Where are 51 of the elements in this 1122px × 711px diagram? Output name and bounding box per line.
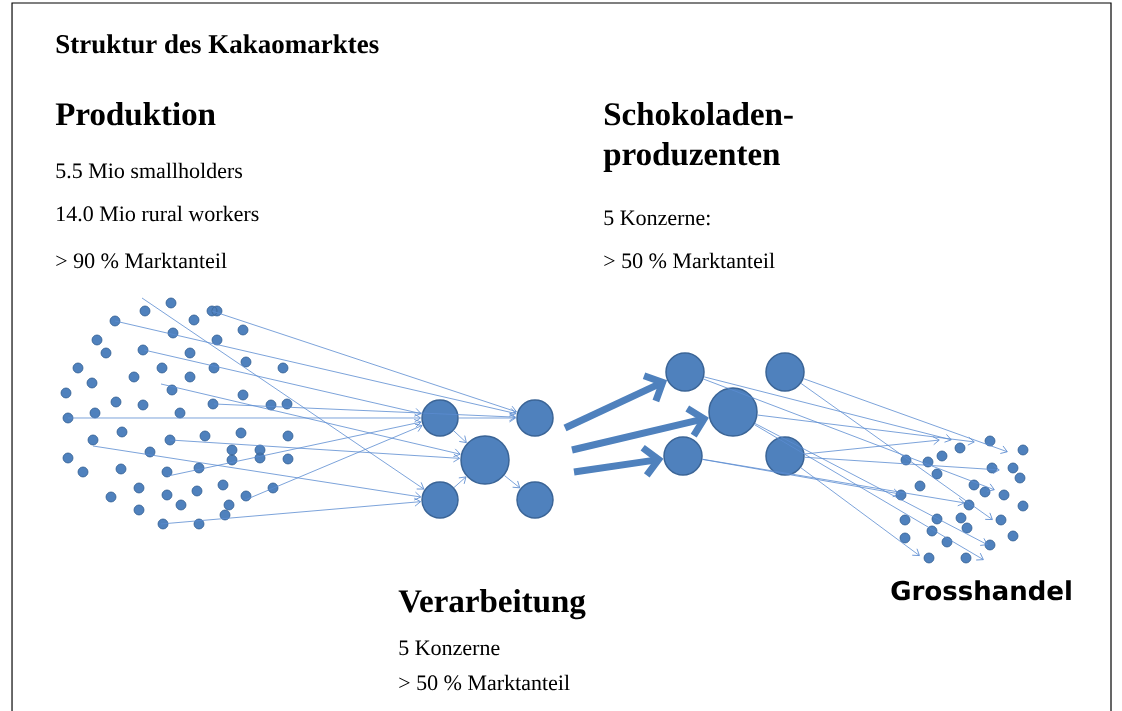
arrow (244, 423, 423, 501)
arrow (167, 419, 422, 477)
arrow (211, 310, 517, 415)
arrow (67, 413, 421, 423)
section-heading: Schokoladen-produzenten (603, 102, 793, 172)
thick-arrow (563, 372, 668, 432)
circle-node (708, 387, 758, 437)
circle-node (516, 481, 554, 519)
thick-arrow (573, 444, 664, 478)
label-text: 14.0 Mio rural workers (57, 205, 259, 222)
arrow (458, 413, 516, 423)
arrow (160, 497, 421, 525)
circle-node (663, 436, 703, 476)
circle-node (665, 352, 705, 392)
label-text: 5 Konzerne (399, 640, 500, 656)
arrow (92, 445, 422, 501)
arrow (703, 376, 952, 443)
label-text: > 50 % Marktanteil (604, 252, 775, 269)
arrow (141, 297, 425, 490)
arrow (703, 378, 995, 492)
arrow (213, 403, 516, 422)
circle-node (765, 436, 805, 476)
arrow (702, 459, 900, 498)
circle-node (765, 352, 805, 392)
arrow (503, 475, 521, 489)
arrow (804, 436, 940, 455)
section-heading: Grosshandel (891, 580, 1071, 601)
arrow (800, 467, 920, 556)
section-heading: Verarbeitung (398, 589, 586, 620)
label-text: > 50 % Marktanteil (399, 674, 570, 691)
label-text: > 90 % Marktanteil (56, 252, 227, 269)
arrow (803, 378, 1008, 454)
arrow (800, 383, 993, 520)
arrow (453, 430, 467, 443)
arrow (143, 349, 422, 417)
arrow (702, 458, 965, 507)
label-text: 5.5 Mio smallholders (56, 162, 243, 179)
circle-node (460, 435, 510, 485)
arrow (114, 320, 517, 417)
arrow (453, 476, 467, 488)
arrow (160, 383, 461, 458)
arrow (169, 439, 460, 463)
circle-node (516, 399, 554, 437)
arrow (804, 456, 1000, 474)
circle-node (421, 481, 459, 519)
circle-node (421, 399, 459, 437)
arrow (757, 414, 975, 446)
thick-arrow (571, 405, 709, 454)
label-text: 5 Konzerne: (604, 210, 710, 226)
section-heading: Produktion (55, 102, 216, 126)
title: Struktur des Kakaomarktes (56, 34, 379, 54)
